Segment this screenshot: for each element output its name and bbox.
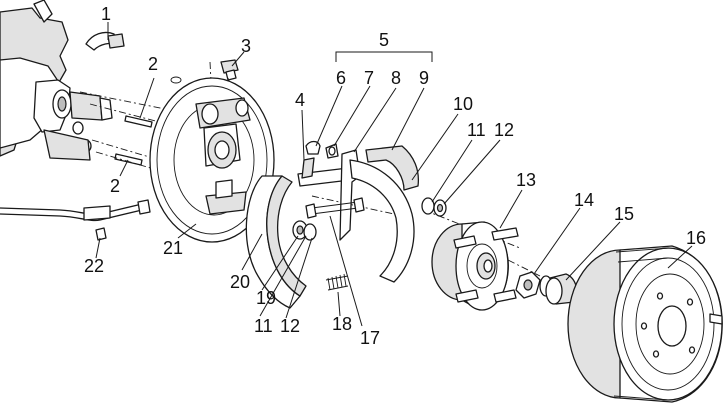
dust-cap bbox=[545, 273, 578, 305]
brake-shoe-front bbox=[245, 175, 307, 309]
brake-drum bbox=[567, 245, 723, 403]
pin-upper bbox=[124, 115, 153, 128]
leader-lines bbox=[95, 22, 693, 327]
callout-3: 3 bbox=[241, 36, 251, 56]
small-washer bbox=[170, 76, 182, 84]
callout-16: 16 bbox=[686, 228, 706, 248]
callout-12-upper: 12 bbox=[494, 120, 514, 140]
callout-9: 9 bbox=[419, 68, 429, 88]
axle-mount bbox=[0, 0, 113, 161]
backing-plate bbox=[149, 77, 275, 243]
callout-labels: 1 2 2 3 4 5 6 7 8 9 10 11 12 13 14 15 16… bbox=[84, 4, 706, 348]
callout-10: 10 bbox=[453, 94, 473, 114]
callout-13: 13 bbox=[516, 170, 536, 190]
callout-6: 6 bbox=[336, 68, 346, 88]
callout-2-lower: 2 bbox=[110, 176, 120, 196]
callout-8: 8 bbox=[391, 68, 401, 88]
callout-11-upper: 11 bbox=[467, 120, 486, 140]
callout-1: 1 bbox=[101, 4, 111, 24]
callout-18: 18 bbox=[332, 314, 352, 334]
backing-plate-bolt bbox=[220, 59, 239, 81]
hub-bearing bbox=[431, 221, 519, 311]
callout-22: 22 bbox=[84, 256, 104, 276]
clip-22 bbox=[95, 227, 107, 241]
brake-hose bbox=[85, 31, 125, 51]
callout-11-lower: 11 bbox=[254, 316, 273, 336]
callout-21: 21 bbox=[163, 238, 183, 258]
coil-spring bbox=[325, 273, 349, 291]
nut-12-upper bbox=[433, 199, 447, 217]
callout-15: 15 bbox=[614, 204, 634, 224]
washer-11-upper bbox=[421, 197, 435, 215]
adjuster-bar bbox=[297, 157, 351, 187]
group-bracket bbox=[335, 51, 433, 62]
clip-7 bbox=[325, 143, 339, 159]
callout-5: 5 bbox=[379, 30, 389, 50]
clip-6 bbox=[305, 140, 321, 155]
pin-lower bbox=[114, 153, 143, 166]
brake-shoe-rear bbox=[349, 145, 420, 283]
callout-20: 20 bbox=[230, 272, 250, 292]
brake-line bbox=[0, 199, 151, 222]
callout-14: 14 bbox=[574, 190, 594, 210]
callout-4: 4 bbox=[295, 90, 305, 110]
callout-19: 19 bbox=[256, 288, 276, 308]
callout-12-lower: 12 bbox=[280, 316, 300, 336]
washer-19 bbox=[292, 220, 308, 240]
callout-17: 17 bbox=[360, 328, 380, 348]
washer-11-lower bbox=[303, 223, 317, 241]
callout-7: 7 bbox=[364, 68, 374, 88]
return-spring bbox=[305, 197, 365, 219]
callout-2-upper: 2 bbox=[148, 54, 158, 74]
